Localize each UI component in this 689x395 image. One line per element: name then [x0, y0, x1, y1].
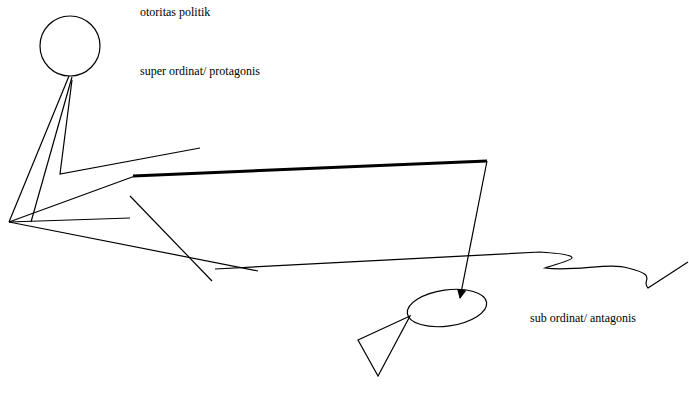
title-label: otoritas politik — [140, 5, 210, 19]
thick-arm — [133, 161, 487, 176]
leg-line — [9, 222, 258, 271]
leg-line — [130, 196, 212, 281]
role-label: super ordinat/ protagonis — [140, 64, 260, 78]
triangle-shape — [358, 316, 410, 376]
role-label: sub ordinat/ antagonis — [530, 311, 636, 325]
body-line — [31, 77, 72, 222]
wavy-line — [215, 252, 688, 288]
leg-line — [9, 218, 130, 222]
arrow-line — [460, 161, 487, 298]
arm-line — [60, 80, 200, 174]
arm-line — [9, 176, 135, 222]
body-line — [9, 76, 69, 222]
subordinate-ellipse — [405, 285, 489, 332]
head-circle — [40, 16, 100, 76]
